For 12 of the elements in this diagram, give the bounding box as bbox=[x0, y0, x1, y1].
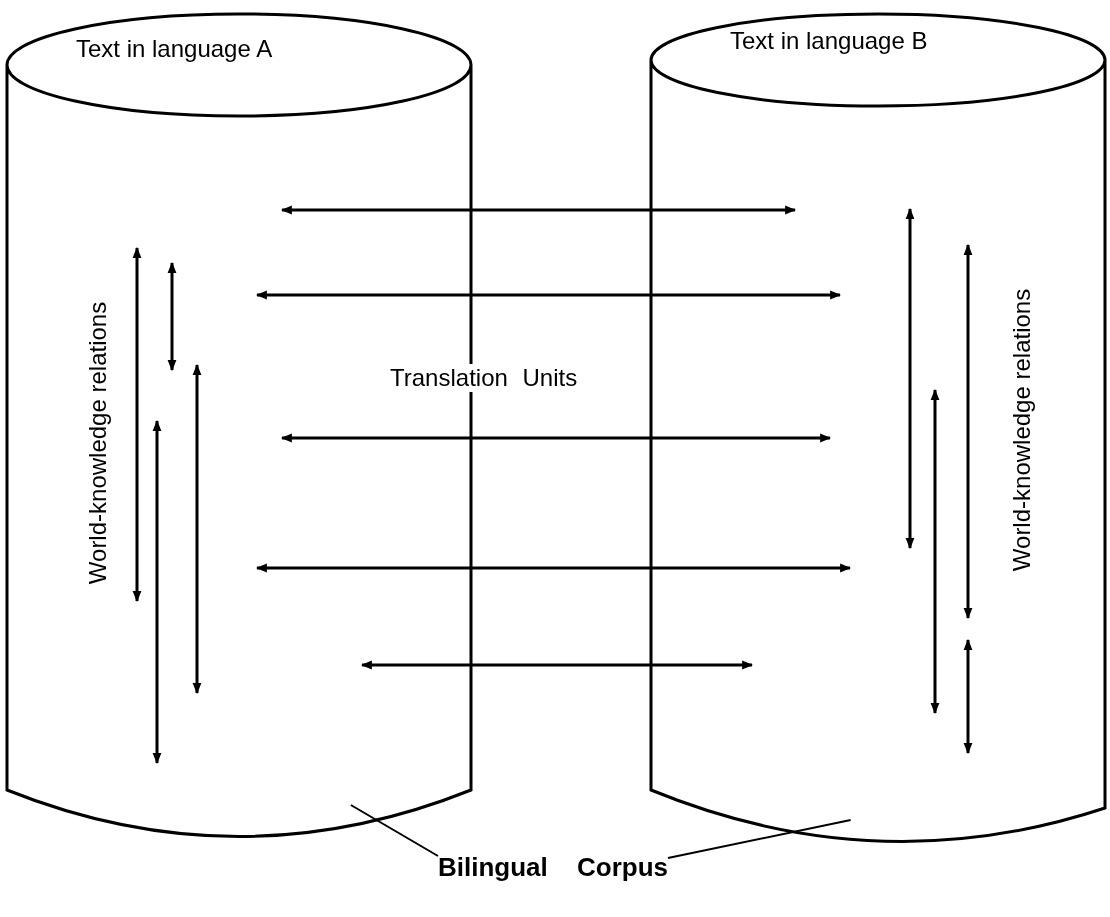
vertical-label: World-knowledge relations bbox=[1008, 288, 1036, 572]
leader-line bbox=[667, 819, 852, 859]
vertical-label: World-knowledge relations bbox=[84, 301, 112, 585]
cylinder-title: Text in language A bbox=[76, 35, 273, 63]
double-arrow bbox=[255, 563, 852, 573]
cylinder-title: Text in language B bbox=[730, 27, 928, 55]
double-arrow bbox=[280, 433, 832, 443]
double-arrow bbox=[255, 290, 842, 300]
leader-line bbox=[349, 804, 439, 857]
double-arrow bbox=[280, 205, 797, 215]
corpus-label: Bilingual Corpus bbox=[438, 852, 668, 883]
double-arrow bbox=[360, 660, 754, 670]
